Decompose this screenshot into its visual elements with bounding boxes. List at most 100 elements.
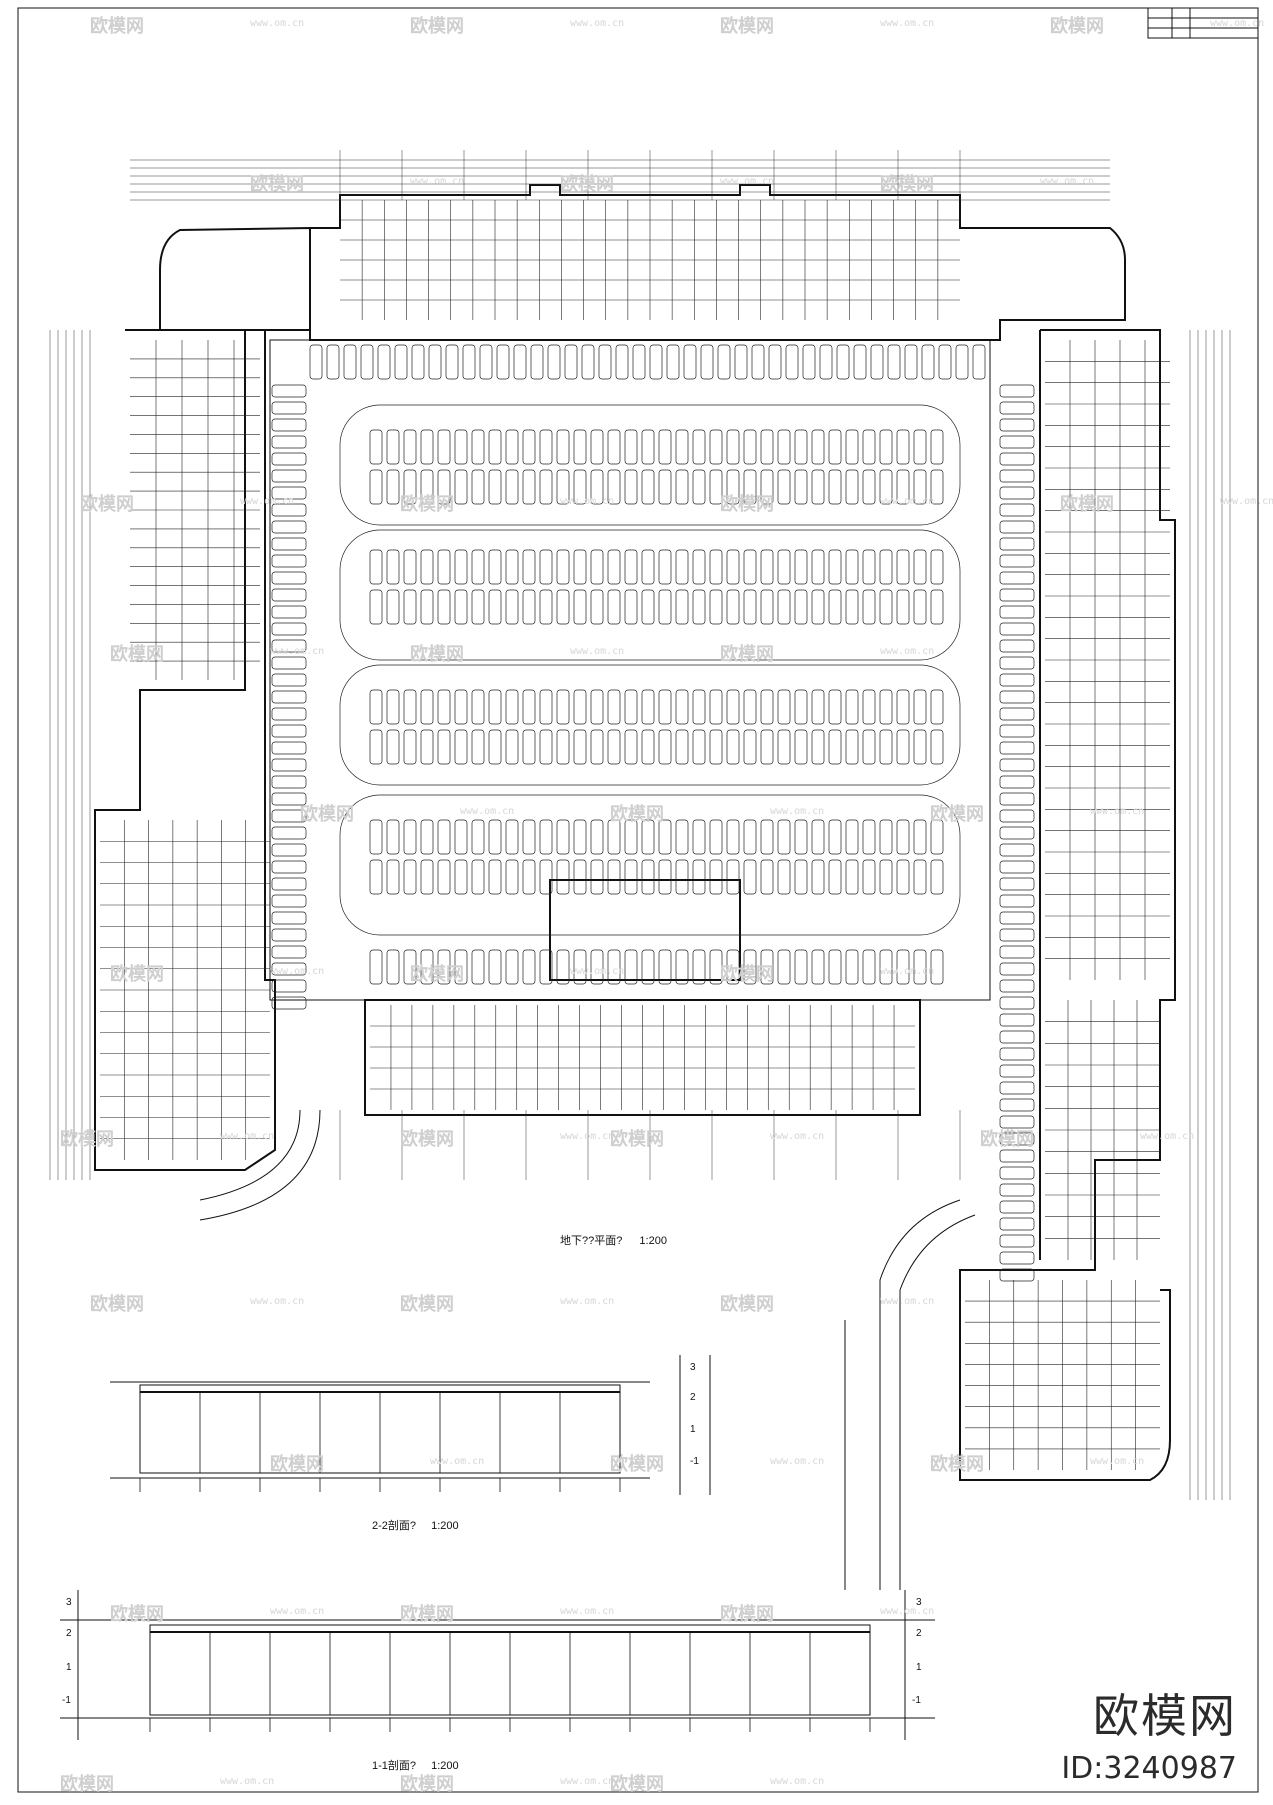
parking-bay — [999, 928, 1035, 942]
parking-bay — [539, 549, 553, 585]
parking-bay — [675, 859, 689, 895]
parking-bay — [760, 859, 774, 895]
parking-bay — [709, 729, 723, 765]
parking-bay — [930, 429, 944, 465]
watermark-url: www.om.cn — [880, 496, 935, 507]
watermark-brand: 欧模网 — [90, 1294, 144, 1315]
parking-bay — [862, 729, 876, 765]
parking-bay — [271, 724, 307, 738]
parking-bay — [454, 429, 468, 465]
parking-bay — [420, 729, 434, 765]
level-m1-s11-left: -1 — [62, 1695, 71, 1706]
parking-bay — [896, 429, 910, 465]
parking-bay — [411, 344, 425, 380]
parking-bay — [564, 344, 578, 380]
parking-bay — [675, 429, 689, 465]
watermark-brand: 欧模网 — [880, 174, 934, 195]
parking-bay — [539, 429, 553, 465]
section-22-title: 2-2剖面? 1:200 — [372, 1517, 459, 1533]
parking-bay — [573, 429, 587, 465]
parking-bay — [471, 949, 485, 985]
parking-bay — [930, 859, 944, 895]
watermark-url: www.om.cn — [570, 18, 625, 29]
parking-bay — [454, 469, 468, 505]
parking-bay — [768, 344, 782, 380]
parking-bay — [658, 729, 672, 765]
parking-bay — [271, 809, 307, 823]
parking-bay — [709, 589, 723, 625]
parking-bay — [930, 729, 944, 765]
section-22-scale: 1:200 — [431, 1520, 459, 1532]
parking-bay — [271, 775, 307, 789]
watermark-url: www.om.cn — [430, 1456, 485, 1467]
parking-bay — [386, 819, 400, 855]
parking-bay — [624, 819, 638, 855]
parking-bay — [513, 344, 527, 380]
parking-bay — [999, 1149, 1035, 1163]
parking-bay — [862, 859, 876, 895]
parking-bay — [794, 549, 808, 585]
parking-bay — [607, 689, 621, 725]
parking-bay — [590, 949, 604, 985]
parking-bay — [271, 962, 307, 976]
parking-bay — [271, 792, 307, 806]
parking-bay — [896, 949, 910, 985]
parking-bay — [845, 589, 859, 625]
parking-bay — [999, 571, 1035, 585]
parking-bay — [743, 859, 757, 895]
watermark-url: www.om.cn — [770, 1456, 825, 1467]
watermark-brand: 欧模网 — [300, 804, 354, 825]
parking-bay — [454, 729, 468, 765]
parking-bay — [271, 622, 307, 636]
watermark-brand: 欧模网 — [930, 804, 984, 825]
parking-bay — [386, 949, 400, 985]
parking-bay — [777, 429, 791, 465]
parking-bay — [845, 549, 859, 585]
parking-bay — [999, 877, 1035, 891]
parking-bay — [641, 589, 655, 625]
parking-bay — [751, 344, 765, 380]
watermark-url: www.om.cn — [250, 18, 305, 29]
parking-bay — [896, 859, 910, 895]
parking-bay — [471, 469, 485, 505]
parking-bay — [794, 429, 808, 465]
parking-bay — [590, 469, 604, 505]
parking-bay — [862, 689, 876, 725]
watermark-brand: 欧模网 — [80, 494, 134, 515]
parking-bay — [930, 689, 944, 725]
parking-bay — [999, 435, 1035, 449]
parking-bay — [505, 469, 519, 505]
level-2-s11-right: 2 — [916, 1628, 922, 1639]
parking-bay — [309, 344, 323, 380]
parking-bay — [726, 589, 740, 625]
watermark-brand: 欧模网 — [1050, 16, 1104, 37]
parking-bay — [675, 689, 689, 725]
parking-bay — [726, 689, 740, 725]
parking-bay — [386, 429, 400, 465]
parking-bay — [420, 949, 434, 985]
parking-bay — [845, 949, 859, 985]
parking-bay — [271, 928, 307, 942]
parking-bay — [641, 859, 655, 895]
parking-bay — [488, 429, 502, 465]
watermark-brand: 欧模网 — [110, 1604, 164, 1625]
parking-bay — [999, 775, 1035, 789]
parking-bay — [845, 819, 859, 855]
parking-bay — [828, 819, 842, 855]
parking-bay — [862, 819, 876, 855]
parking-bay — [709, 429, 723, 465]
parking-bay — [999, 469, 1035, 483]
watermark-brand: 欧模网 — [400, 1129, 454, 1150]
parking-bay — [845, 729, 859, 765]
parking-bay — [377, 344, 391, 380]
parking-bay — [760, 949, 774, 985]
parking-bay — [556, 549, 570, 585]
parking-bay — [999, 520, 1035, 534]
parking-bay — [271, 826, 307, 840]
parking-bay — [760, 729, 774, 765]
parking-bay — [505, 689, 519, 725]
parking-bay — [522, 949, 536, 985]
parking-bay — [386, 589, 400, 625]
brand-logo-text: 欧模网 — [1093, 1689, 1237, 1743]
parking-bay — [471, 589, 485, 625]
